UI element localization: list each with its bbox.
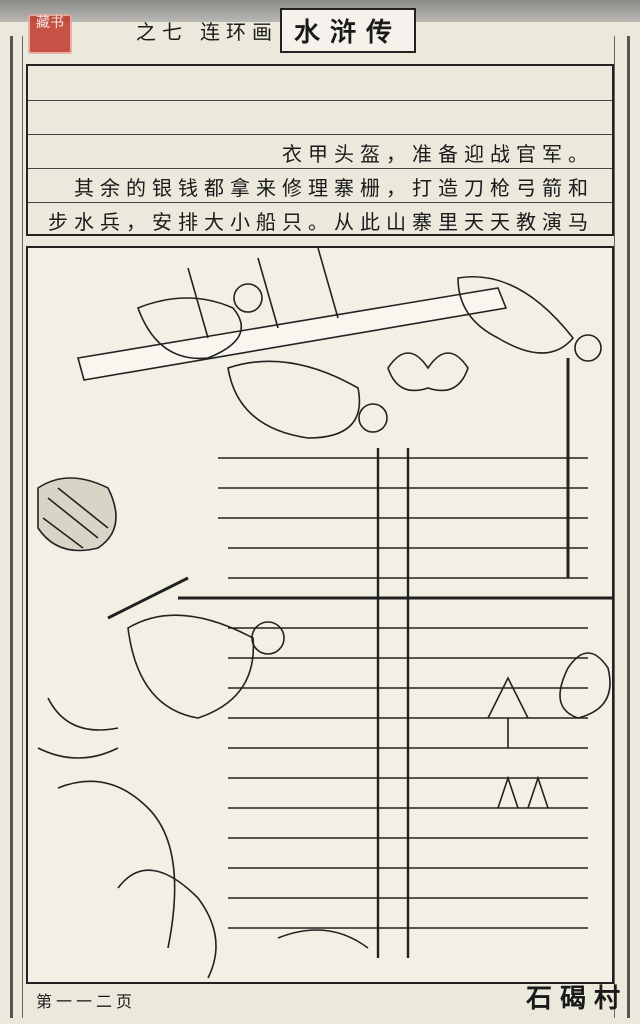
worker-figures xyxy=(37,276,602,759)
caption-line-3: 步水兵，安排大小船只。从此山寨里天天教演马 xyxy=(48,210,594,234)
caption-line-2: 其余的银钱都拿来修理寨栅，打造刀枪弓箭和 xyxy=(74,176,594,200)
line-art-illustration xyxy=(37,248,612,979)
illustration-frame xyxy=(26,246,614,984)
caption-rule xyxy=(28,202,612,203)
caption-rule xyxy=(28,134,612,135)
stockade-fence xyxy=(178,358,612,958)
border-inner-line-left xyxy=(22,36,23,1018)
border-inner-line-right xyxy=(614,36,615,1018)
timber-beam xyxy=(76,248,508,381)
rock-bundle xyxy=(37,477,117,552)
header: 水浒传 连环画 之七 xyxy=(136,6,630,56)
series-title-box: 水浒传 xyxy=(280,8,417,53)
volume-label: 之七 xyxy=(136,20,188,44)
page-border xyxy=(10,36,630,1018)
foliage xyxy=(387,352,611,809)
edition-label: 连环画 xyxy=(200,20,278,44)
caption-line-1: 衣甲头盔，准备迎战官军。 xyxy=(282,142,594,166)
caption-rule xyxy=(28,100,612,101)
series-title: 水浒传 xyxy=(294,18,403,48)
ground-lines xyxy=(57,780,369,979)
seal-text: 藏书 xyxy=(36,15,64,31)
chapter-title: 石碣村 xyxy=(525,984,628,1014)
caption-box: 衣甲头盔，准备迎战官军。 其余的银钱都拿来修理寨栅，打造刀枪弓箭和 步水兵，安排… xyxy=(26,64,614,236)
red-seal-stamp: 藏书 xyxy=(28,14,72,54)
caption-rule xyxy=(28,168,612,169)
page-number: 第一一二页 xyxy=(36,992,137,1011)
